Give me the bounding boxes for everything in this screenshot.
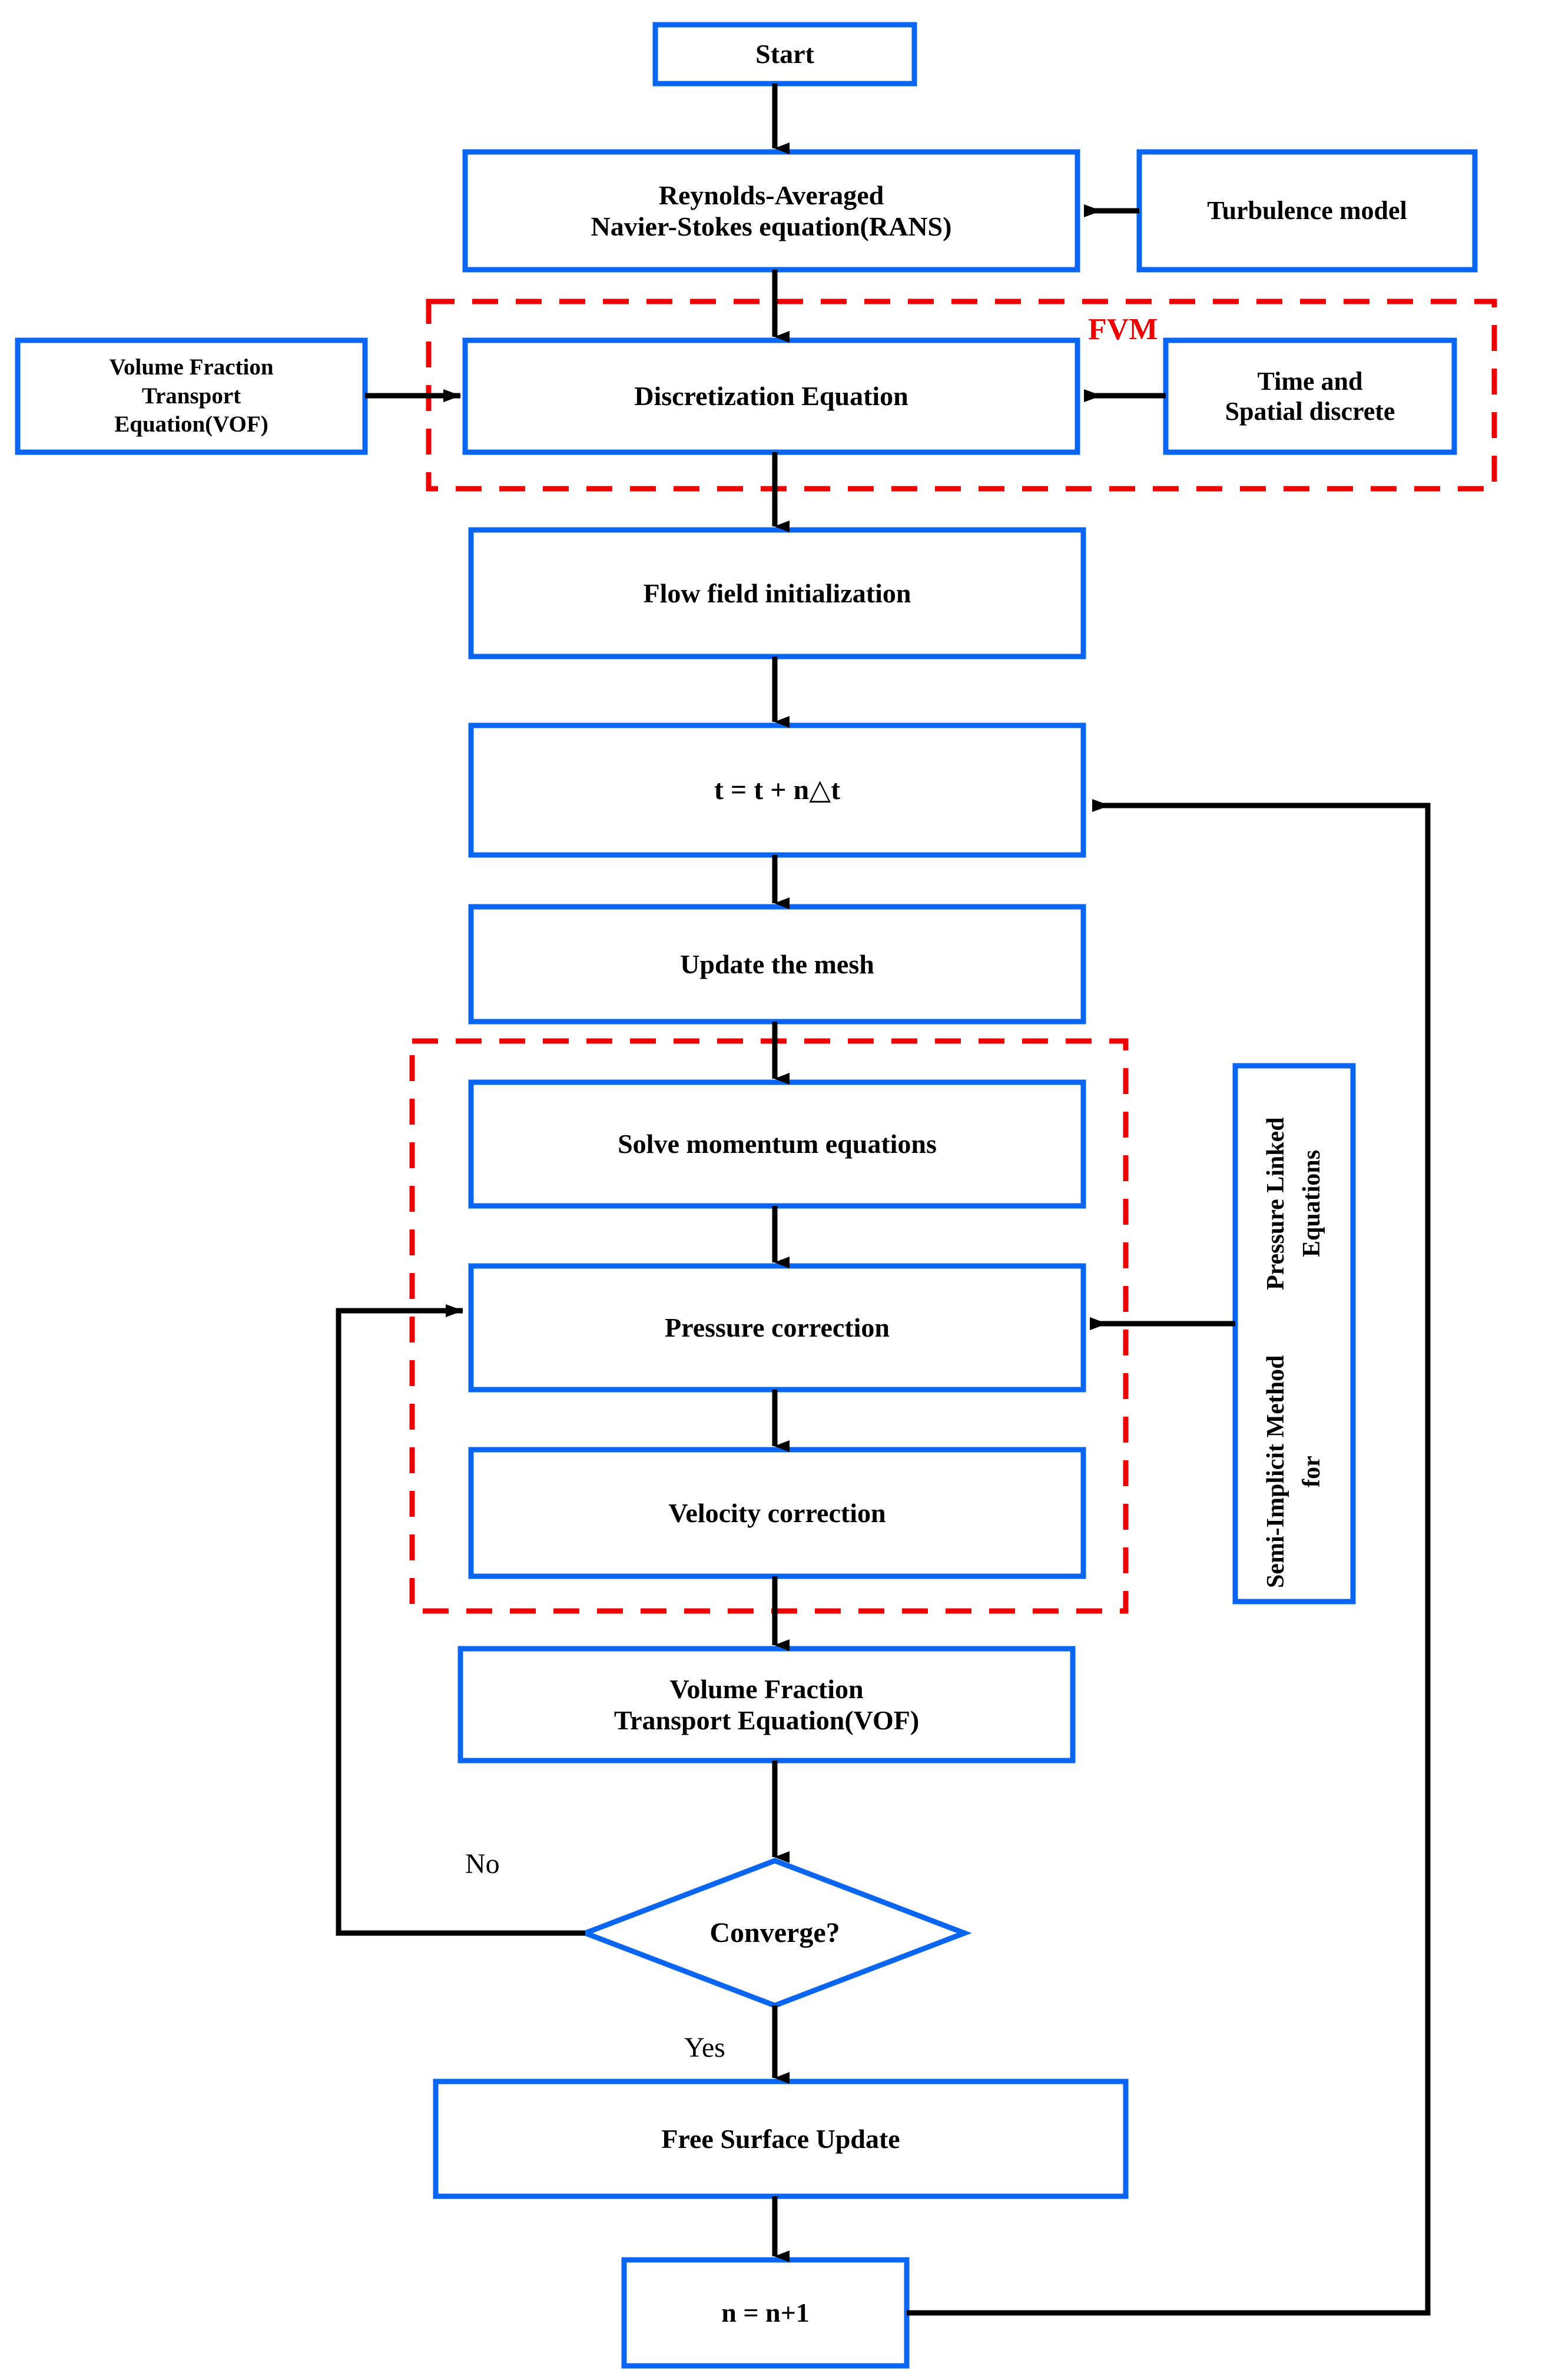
node-discretization-border[interactable] (462, 337, 1080, 455)
node-flow-init-border[interactable] (468, 527, 1086, 659)
node-rans-border[interactable] (462, 149, 1080, 273)
group-fvm-label: FVM (1088, 313, 1158, 346)
node-turbulence-border[interactable] (1136, 149, 1478, 273)
node-converge-diamond-border[interactable] (578, 1858, 972, 2008)
node-velocity-border[interactable] (468, 1447, 1086, 1579)
edge-converge-no-feedback (336, 1304, 585, 1936)
node-momentum-border[interactable] (468, 1079, 1086, 1209)
edge-label-yes: Yes (684, 2032, 725, 2063)
node-vof-output-border[interactable] (457, 1646, 1076, 1764)
node-simple-method-border[interactable] (1232, 1063, 1356, 1605)
edge-label-no: No (465, 1848, 500, 1880)
node-start-border[interactable] (652, 22, 917, 87)
node-free-surface-border[interactable] (433, 2079, 1129, 2199)
node-update-mesh-border[interactable] (468, 904, 1086, 1025)
node-vof-input-border[interactable] (15, 337, 368, 455)
node-timestep-border[interactable] (468, 722, 1086, 858)
edge-increment-to-timestep-feedback (907, 799, 1431, 2316)
node-increment-border[interactable] (621, 2257, 910, 2369)
node-pressure-border[interactable] (468, 1263, 1086, 1393)
group-simple-dashed-border (409, 1038, 1129, 1614)
node-time-spatial-border[interactable] (1163, 337, 1457, 455)
